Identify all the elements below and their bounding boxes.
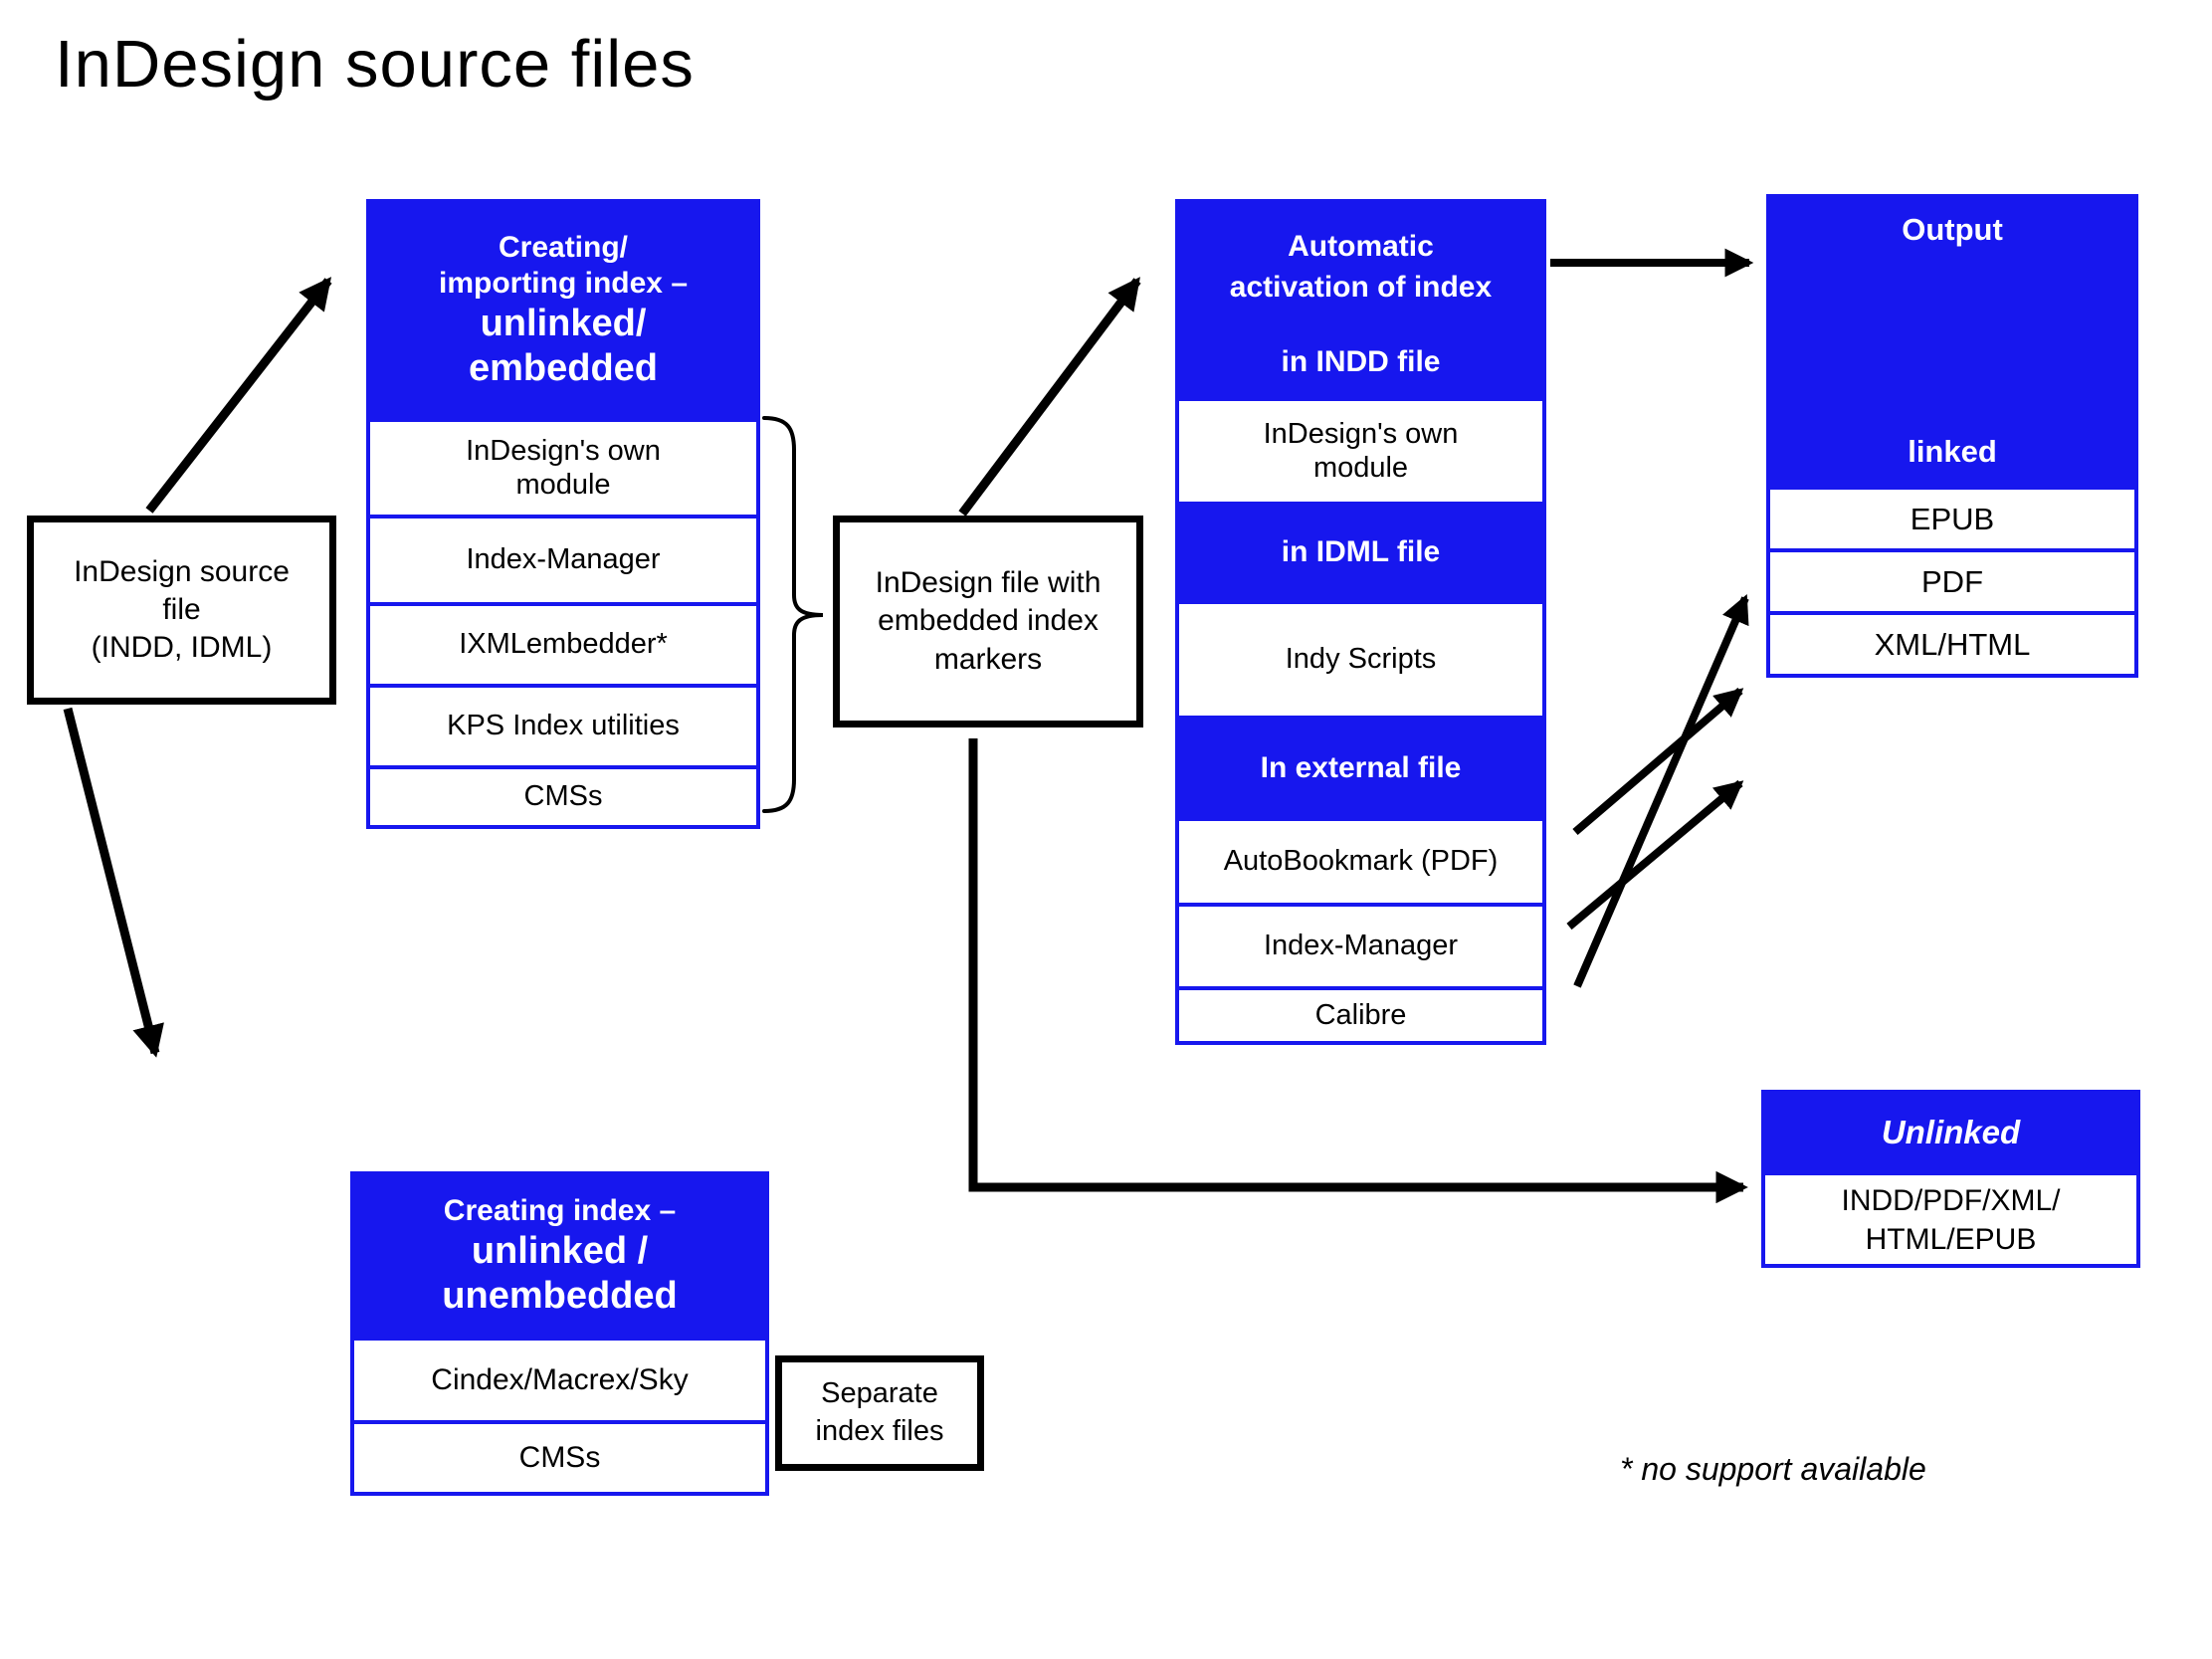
arrow-markers-to-activation-icon (958, 277, 1141, 517)
embedded-markers-label: InDesign file with embedded index marker… (875, 566, 1102, 676)
source-file-label: InDesign source file (INDD, IDML) (74, 554, 290, 665)
creating-importing-header: Creating/ importing index – unlinked/ em… (370, 203, 756, 418)
activation-external-label: In external file (1179, 716, 1542, 817)
creating-index-header-top: Creating index – (443, 1194, 677, 1228)
list-item: PDF (1770, 548, 2134, 611)
curly-brace-icon (762, 416, 824, 813)
page-title: InDesign source files (55, 27, 695, 102)
activation-header-title: Automatic activation of index (1229, 230, 1493, 304)
list-item: Indy Scripts (1179, 600, 1542, 716)
list-item: CMSs (370, 765, 756, 825)
list-item: EPUB (1770, 486, 2134, 548)
list-item: InDesign's own module (370, 418, 756, 515)
arrow-source-to-unembedded-icon (63, 707, 164, 1058)
creating-index-header: Creating index – unlinked / unembedded (354, 1175, 765, 1337)
source-file-box: InDesign source file (INDD, IDML) (27, 516, 336, 705)
output-box: Output linked EPUB PDF XML/HTML (1766, 194, 2138, 678)
arrow-indexmanager-to-output-icon (1566, 779, 1744, 931)
separate-index-files-box: Separate index files (775, 1355, 984, 1471)
output-linked-label: linked (1908, 434, 1997, 469)
output-header: Output linked (1770, 198, 2134, 486)
creating-importing-header-top: Creating/ importing index – (438, 231, 689, 301)
creating-index-header-main: unlinked / unembedded (442, 1230, 678, 1317)
footnote: * no support available (1620, 1451, 1926, 1487)
list-item: KPS Index utilities (370, 684, 756, 765)
list-item: Cindex/Macrex/Sky (354, 1337, 765, 1420)
creating-index-unembedded-box: Creating index – unlinked / unembedded C… (350, 1171, 769, 1496)
list-item: XML/HTML (1770, 611, 2134, 674)
unlinked-formats: INDD/PDF/XML/ HTML/EPUB (1765, 1171, 2136, 1264)
activation-indd-label: in INDD file (1281, 345, 1441, 378)
activation-header: Automatic activation of index in INDD fi… (1179, 203, 1542, 397)
embedded-markers-box: InDesign file with embedded index marker… (833, 516, 1143, 727)
arrow-autobookmark-to-output-icon (1572, 687, 1744, 836)
unlinked-box: Unlinked INDD/PDF/XML/ HTML/EPUB (1761, 1090, 2140, 1268)
automatic-activation-box: Automatic activation of index in INDD fi… (1175, 199, 1546, 1045)
separate-index-files-label: Separate index files (815, 1377, 944, 1447)
output-title: Output (1902, 212, 2003, 247)
arrow-source-to-creating-icon (145, 277, 332, 514)
creating-importing-header-main: unlinked/ embedded (468, 303, 659, 389)
list-item: Calibre (1179, 986, 1542, 1041)
list-item: IXMLembedder* (370, 602, 756, 684)
unlinked-header: Unlinked (1765, 1094, 2136, 1171)
creating-importing-index-box: Creating/ importing index – unlinked/ em… (366, 199, 760, 829)
arrow-calibre-to-output-icon (1573, 594, 1749, 988)
activation-idml-label: in IDML file (1179, 502, 1542, 600)
list-item: AutoBookmark (PDF) (1179, 817, 1542, 903)
list-item: CMSs (354, 1420, 765, 1492)
list-item: Index-Manager (1179, 903, 1542, 986)
list-item: InDesign's own module (1179, 397, 1542, 502)
list-item: Index-Manager (370, 515, 756, 602)
